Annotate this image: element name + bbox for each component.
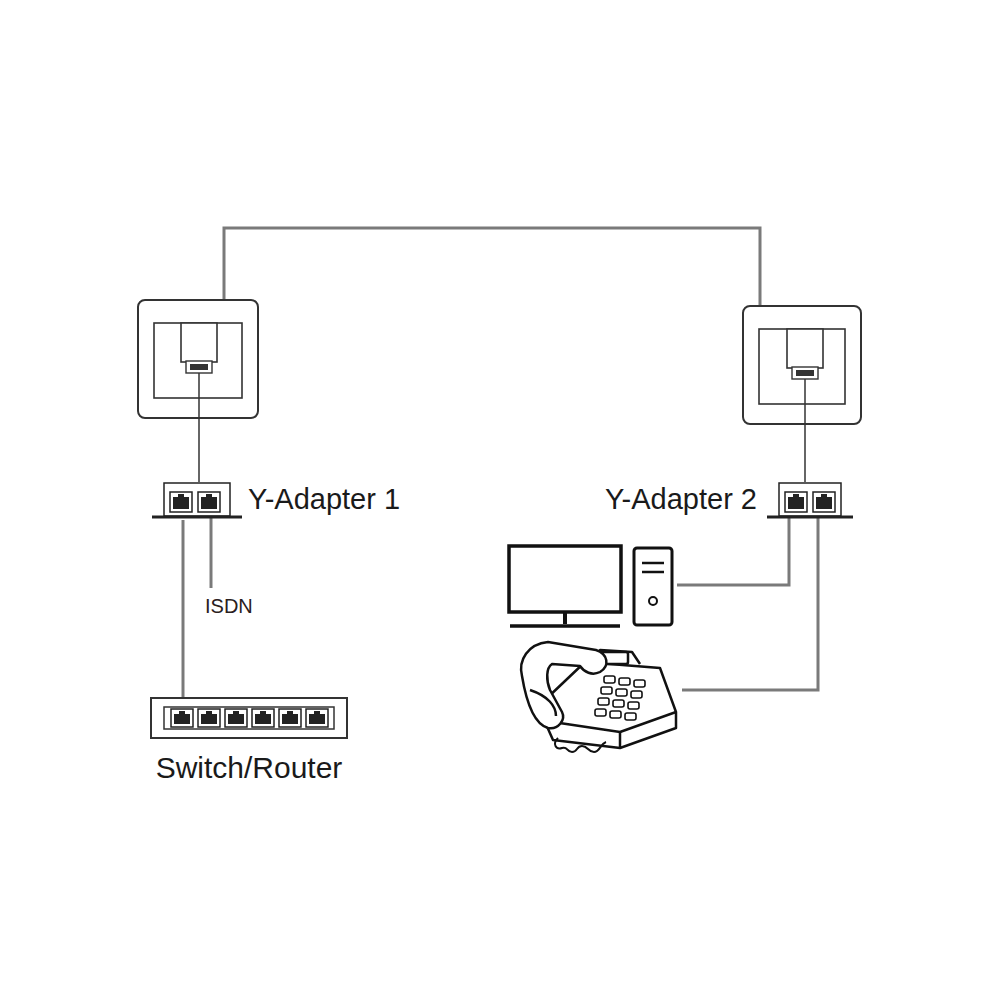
keypad-key (601, 687, 612, 694)
phone-cable (682, 515, 818, 690)
keypad-key (595, 709, 606, 716)
computer-cable (677, 515, 789, 585)
keypad-key (634, 680, 645, 687)
keypad-key (631, 691, 642, 698)
keypad-key (616, 689, 627, 696)
telephone-icon (521, 642, 676, 752)
y-adapter: Y-Adapter 2 (767, 482, 853, 520)
keypad-key (625, 713, 636, 720)
keypad-key (604, 676, 615, 683)
isdn-cable (210, 517, 213, 588)
keypad-key (613, 700, 624, 707)
y-adapter: Y-Adapter 1 (152, 482, 242, 520)
wall-cable (224, 228, 760, 306)
signal-label: ISDN (205, 596, 253, 616)
adapter-symbol (767, 482, 853, 520)
cable (211, 228, 818, 690)
switch-symbol (150, 697, 348, 739)
switch-router: Switch/Router (150, 697, 348, 739)
node-label: Y-Adapter 1 (248, 485, 400, 514)
node-label: Switch/Router (156, 753, 343, 783)
wall-socket (138, 300, 258, 482)
computer-icon (509, 546, 672, 626)
keypad-key (619, 678, 630, 685)
node-label: Y-Adapter 2 (605, 485, 757, 514)
keypad-key (610, 711, 621, 718)
cable-connector (182, 520, 185, 697)
wall-socket (743, 306, 861, 482)
adapter-symbol (152, 482, 242, 520)
keypad-key (628, 702, 639, 709)
keypad-key (598, 698, 609, 705)
